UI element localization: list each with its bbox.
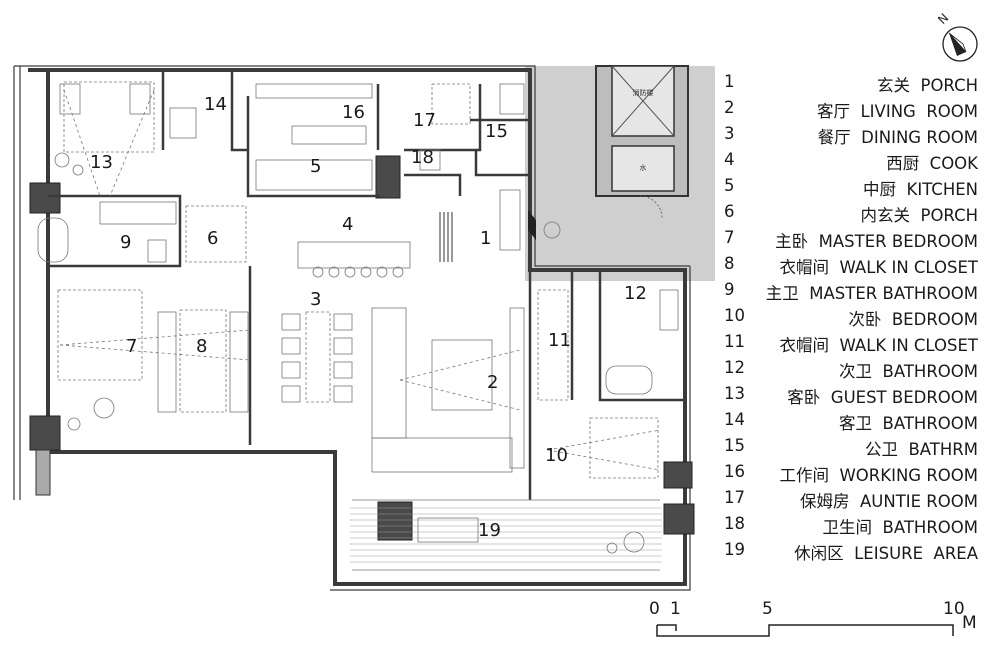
room-num-12: 12 bbox=[624, 283, 647, 304]
interior-walls bbox=[48, 70, 685, 500]
legend-room-number: 6 bbox=[724, 202, 735, 221]
legend-room-label: 次卧 BEDROOM bbox=[848, 310, 978, 329]
structural-columns bbox=[29, 155, 695, 541]
legend-room-label: 公卫 BATHRM bbox=[864, 440, 978, 459]
legend-room-number: 10 bbox=[724, 306, 745, 325]
room-num-16: 16 bbox=[342, 102, 365, 123]
legend-row: 10 次卧 BEDROOM bbox=[716, 304, 978, 330]
outer-walls bbox=[28, 68, 687, 586]
room-num-7: 7 bbox=[126, 336, 137, 357]
room-num-4: 4 bbox=[342, 214, 353, 235]
legend-room-number: 15 bbox=[724, 436, 745, 455]
scale-label-0: 0 bbox=[649, 599, 660, 619]
legend-row: 6 内玄关 PORCH bbox=[716, 200, 978, 226]
legend-room-label: 次卫 BATHROOM bbox=[839, 362, 978, 381]
legend-room-number: 8 bbox=[724, 254, 735, 273]
legend-room-number: 14 bbox=[724, 410, 745, 429]
legend-room-number: 17 bbox=[724, 488, 745, 507]
legend-row: 17 保姆房 AUNTIE ROOM bbox=[716, 486, 978, 512]
legend-room-number: 19 bbox=[724, 540, 745, 559]
legend-room-label: 保姆房 AUNTIE ROOM bbox=[800, 492, 978, 511]
room-num-17: 17 bbox=[413, 110, 436, 131]
legend-room-number: 16 bbox=[724, 462, 745, 481]
room-num-13: 13 bbox=[90, 152, 113, 173]
legend-row: 4 西厨 COOK bbox=[716, 148, 978, 174]
legend-row: 19 休闲区 LEISURE AREA bbox=[716, 538, 978, 564]
legend-row: 11 衣帽间 WALK IN CLOSET bbox=[716, 330, 978, 356]
legend-row: 5 中厨 KITCHEN bbox=[716, 174, 978, 200]
legend-room-label: 内玄关 PORCH bbox=[860, 206, 979, 225]
legend-room-number: 3 bbox=[724, 124, 735, 143]
legend-room-number: 5 bbox=[724, 176, 735, 195]
neighbor-a-label: 消防楼 bbox=[633, 88, 654, 97]
legend-row: 9 主卫 MASTER BATHROOM bbox=[716, 278, 978, 304]
room-num-8: 8 bbox=[196, 336, 207, 357]
legend-room-number: 9 bbox=[724, 280, 735, 299]
legend-room-number: 7 bbox=[724, 228, 735, 247]
legend-row: 12 次卫 BATHROOM bbox=[716, 356, 978, 382]
room-num-14: 14 bbox=[204, 94, 227, 115]
neighbor-shaft-2 bbox=[611, 145, 675, 192]
scale-label-10: 10 bbox=[943, 599, 965, 619]
legend-room-label: 中厨 KITCHEN bbox=[863, 180, 978, 199]
room-num-11: 11 bbox=[548, 330, 571, 351]
legend-room-number: 4 bbox=[724, 150, 735, 169]
legend-row: 7 主卧 MASTER BEDROOM bbox=[716, 226, 978, 252]
legend-room-label: 衣帽间 WALK IN CLOSET bbox=[779, 336, 979, 355]
legend-room-label: 衣帽间 WALK IN CLOSET bbox=[779, 258, 979, 277]
room-numbers: 1 2 3 4 5 6 7 8 9 10 11 12 13 14 15 16 1… bbox=[90, 94, 647, 541]
legend-room-number: 11 bbox=[724, 332, 745, 351]
furniture bbox=[37, 81, 679, 571]
room-num-3: 3 bbox=[310, 289, 321, 310]
room-num-10: 10 bbox=[545, 445, 568, 466]
scale-unit: M bbox=[962, 613, 977, 633]
terrace-decking bbox=[350, 507, 662, 563]
legend-row: 15 公卫 BATHRM bbox=[716, 434, 978, 460]
legend-room-number: 1 bbox=[724, 72, 735, 91]
legend-room-label: 主卫 MASTER BATHROOM bbox=[765, 284, 978, 303]
legend-row: 1 玄关 PORCH bbox=[716, 70, 978, 96]
legend-row: 18 卫生间 BATHROOM bbox=[716, 512, 978, 538]
legend-row: 14 客卫 BATHROOM bbox=[716, 408, 978, 434]
scale-label-5: 5 bbox=[762, 599, 773, 619]
north-arrow: N bbox=[935, 11, 978, 62]
room-num-6: 6 bbox=[207, 228, 218, 249]
legend-row: 13 客卧 GUEST BEDROOM bbox=[716, 382, 978, 408]
legend-row: 16 工作间 WORKING ROOM bbox=[716, 460, 978, 486]
scale-bar: 0 1 5 10 M bbox=[649, 599, 977, 637]
room-num-1: 1 bbox=[480, 228, 491, 249]
legend-room-number: 18 bbox=[724, 514, 745, 533]
neighbor-b-label: 水 bbox=[640, 163, 647, 172]
legend-room-number: 2 bbox=[724, 98, 735, 117]
legend-row: 3 餐厅 DINING ROOM bbox=[716, 122, 978, 148]
north-label: N bbox=[935, 11, 951, 27]
legend-room-label: 客卫 BATHROOM bbox=[839, 414, 978, 433]
legend-room-label: 玄关 PORCH bbox=[877, 76, 978, 95]
legend-room-number: 12 bbox=[724, 358, 745, 377]
legend-row: 8 衣帽间 WALK IN CLOSET bbox=[716, 252, 978, 278]
legend-room-label: 餐厅 DINING ROOM bbox=[817, 128, 978, 147]
room-num-15: 15 bbox=[485, 121, 508, 142]
room-num-2: 2 bbox=[487, 372, 498, 393]
legend-room-number: 13 bbox=[724, 384, 745, 403]
legend-room-label: 客卧 GUEST BEDROOM bbox=[787, 388, 978, 407]
room-num-19: 19 bbox=[478, 520, 501, 541]
legend-room-label: 主卧 MASTER BEDROOM bbox=[775, 232, 978, 251]
legend-room-label: 客厅 LIVING ROOM bbox=[817, 102, 978, 121]
scale-label-1: 1 bbox=[670, 599, 681, 619]
legend-room-label: 工作间 WORKING ROOM bbox=[779, 466, 979, 485]
room-num-5: 5 bbox=[310, 156, 321, 177]
legend-room-label: 西厨 COOK bbox=[886, 154, 978, 173]
legend-row: 2 客厅 LIVING ROOM bbox=[716, 96, 978, 122]
room-num-18: 18 bbox=[411, 147, 434, 168]
room-num-9: 9 bbox=[120, 232, 131, 253]
legend-room-label: 休闲区 LEISURE AREA bbox=[794, 544, 978, 563]
legend-room-label: 卫生间 BATHROOM bbox=[822, 518, 978, 537]
